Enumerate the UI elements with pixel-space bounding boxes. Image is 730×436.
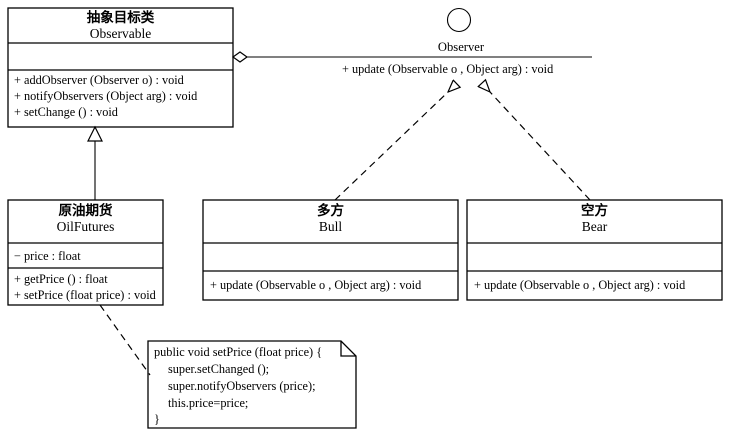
note-anchor-line <box>99 304 151 376</box>
class-box-bull[interactable]: 多方 Bull + update (Observable o , Object … <box>202 199 459 301</box>
oilfutures-attribute-0: − price : float <box>14 249 81 263</box>
relationship-realization-bull-observer <box>334 92 448 201</box>
oilfutures-operation-1: + setPrice (float price) : void <box>14 288 156 302</box>
class-box-bear[interactable]: 空方 Bear + update (Observable o , Object … <box>466 199 723 301</box>
interface-observer[interactable]: Observer + update (Observable o , Object… <box>335 7 592 77</box>
note-setprice[interactable]: public void setPrice (float price) { sup… <box>147 340 357 429</box>
note-line-4: } <box>154 412 160 426</box>
note-folded-corner-icon <box>340 341 356 357</box>
realization-line-bull <box>334 92 448 201</box>
observable-name-en: Observable <box>90 26 151 41</box>
observable-operation-0: + addObserver (Observer o) : void <box>14 73 184 87</box>
bull-name-cn: 多方 <box>317 202 344 219</box>
hollow-triangle-icon <box>87 125 103 142</box>
hollow-diamond-icon <box>231 51 249 63</box>
bull-outline <box>202 199 459 301</box>
bull-name-en: Bull <box>319 219 343 234</box>
note-line-0: public void setPrice (float price) { <box>154 345 322 359</box>
bear-name-en: Bear <box>582 219 608 234</box>
observable-outline <box>7 7 234 128</box>
oilfutures-operation-0: + getPrice () : float <box>14 272 108 286</box>
bear-operation-0: + update (Observable o , Object arg) : v… <box>474 278 685 292</box>
realization-line-bear <box>490 92 591 201</box>
observable-operation-2: + setChange () : void <box>14 105 118 119</box>
relationship-generalization-oilfutures-observable <box>87 125 103 200</box>
bear-name-cn: 空方 <box>581 202 608 219</box>
observable-name-cn: 抽象目标类 <box>87 9 155 26</box>
class-box-observable[interactable]: 抽象目标类 Observable + addObserver (Observer… <box>7 7 234 128</box>
class-box-oilfutures[interactable]: 原油期货 OilFutures − price : float + getPri… <box>7 199 164 306</box>
observable-operation-1: + notifyObservers (Object arg) : void <box>14 89 197 103</box>
note-line-1: super.setChanged (); <box>168 362 269 376</box>
observer-name: Observer <box>438 40 485 54</box>
note-outline <box>147 340 357 429</box>
oilfutures-outline <box>7 199 164 306</box>
bear-outline <box>466 199 723 301</box>
oilfutures-name-cn: 原油期货 <box>59 202 113 219</box>
bull-operation-0: + update (Observable o , Object arg) : v… <box>210 278 421 292</box>
observer-operation-0: + update (Observable o , Object arg) : v… <box>342 62 553 76</box>
note-line-2: super.notifyObservers (price); <box>168 379 316 393</box>
interface-circle-icon <box>446 7 472 33</box>
oilfutures-name-en: OilFutures <box>57 219 115 234</box>
note-line-3: this.price=price; <box>168 396 248 410</box>
relationship-realization-bear-observer <box>490 92 591 201</box>
relationship-note-anchor-oilfutures <box>99 304 151 376</box>
